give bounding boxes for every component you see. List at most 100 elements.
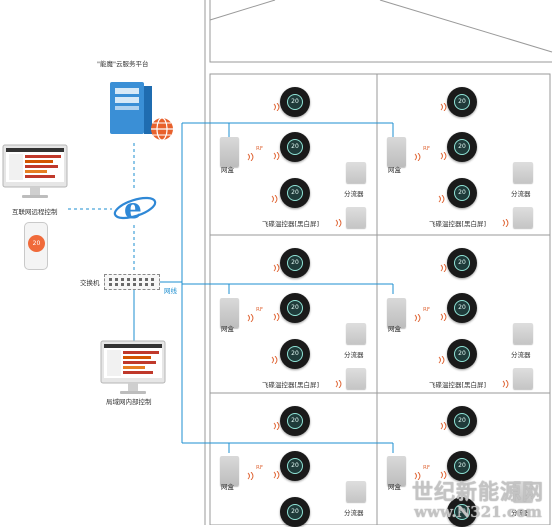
thermostat-model-label: 飞碟温控器[黑白屏]	[262, 381, 320, 389]
thermostat-model-label: 飞碟温控器[黑白屏]	[429, 381, 487, 389]
diverter-label: 分流器	[511, 190, 531, 198]
diverter-label: 分流器	[344, 509, 364, 517]
cloud-platform-label: "能魔"云服务平台	[97, 60, 149, 68]
thermostat-display: 20	[454, 139, 470, 155]
diverter-label: 分流器	[344, 351, 364, 359]
thermostat: 20	[447, 451, 477, 481]
gateway-box	[387, 298, 406, 328]
thermostat-display: 20	[287, 504, 303, 520]
diverter-label: 分流器	[511, 351, 531, 359]
thermostat-display: 20	[454, 185, 470, 201]
rf-wave-icon	[272, 306, 282, 322]
thermostat-display: 20	[287, 458, 303, 474]
rf-wave-icon	[439, 415, 449, 431]
gateway-label: 网盒	[388, 325, 401, 333]
diverter-box	[346, 162, 366, 183]
thermostat: 20	[280, 451, 310, 481]
network-switch	[104, 274, 160, 290]
thermostat-display: 20	[454, 413, 470, 429]
thermostat-display: 20	[287, 185, 303, 201]
thermostat-display: 20	[454, 458, 470, 474]
rf-wave-icon	[334, 212, 344, 228]
gateway-box	[220, 456, 239, 486]
thermostat: 20	[447, 178, 477, 208]
gateway-label: 网盒	[388, 483, 401, 491]
rf-wave-icon	[270, 188, 280, 204]
rf-label: RF	[256, 146, 263, 152]
thermostat: 20	[280, 497, 310, 527]
lan-monitor-icon	[100, 340, 166, 394]
rf-wave-icon	[272, 464, 282, 480]
svg-text:e: e	[124, 192, 142, 225]
gateway-box	[220, 298, 239, 328]
switch-label: 交换机	[80, 279, 100, 287]
thermostat: 20	[280, 406, 310, 436]
thermostat: 20	[280, 87, 310, 117]
thermostat: 20	[447, 497, 477, 527]
diverter-box	[346, 481, 366, 502]
rf-wave-icon	[439, 145, 449, 161]
rf-wave-icon	[439, 306, 449, 322]
thermostat: 20	[447, 339, 477, 369]
thermostat: 20	[280, 248, 310, 278]
thermostat-model-label: 飞碟温控器[黑白屏]	[429, 220, 487, 228]
thermostat-display: 20	[287, 413, 303, 429]
thermostat: 20	[447, 132, 477, 162]
rf-wave-icon	[413, 465, 423, 481]
gateway-label: 网盒	[221, 483, 234, 491]
rf-label: RF	[423, 146, 430, 152]
rf-wave-icon	[439, 96, 449, 112]
watermark-line1: 世纪新能源网	[412, 479, 544, 504]
thermostat: 20	[280, 293, 310, 323]
diverter-box	[346, 368, 366, 389]
remote-control-label: 互联网远程控制	[12, 208, 58, 216]
thermostat-display: 20	[287, 346, 303, 362]
rf-wave-icon	[246, 465, 256, 481]
rf-wave-icon	[272, 415, 282, 431]
rf-wave-icon	[437, 349, 447, 365]
rf-wave-icon	[501, 373, 511, 389]
roof-line	[209, 0, 552, 63]
watermark-line2: www.N321.com	[414, 503, 542, 521]
diverter-box	[513, 162, 533, 183]
rf-wave-icon	[437, 188, 447, 204]
thermostat-display: 20	[287, 139, 303, 155]
diverter-label: 分流器	[344, 190, 364, 198]
diverter-box	[513, 368, 533, 389]
rf-wave-icon	[334, 373, 344, 389]
thermostat: 20	[280, 339, 310, 369]
thermostat-display: 20	[287, 300, 303, 316]
remote-monitor-icon	[2, 144, 68, 198]
thermostat: 20	[447, 406, 477, 436]
rf-wave-icon	[413, 146, 423, 162]
smartphone: 20	[24, 222, 48, 270]
rf-wave-icon	[272, 145, 282, 161]
diverter-box	[513, 323, 533, 344]
roof-slope	[209, 0, 276, 21]
rf-label: RF	[423, 465, 430, 471]
roof-slope-2	[379, 0, 553, 53]
thermostat-display: 20	[287, 94, 303, 110]
switch-ports-icon	[109, 278, 154, 286]
thermostat: 20	[280, 178, 310, 208]
diverter-label: 分流器	[511, 509, 531, 517]
rf-wave-icon	[246, 307, 256, 323]
rf-wave-icon	[439, 464, 449, 480]
rf-wave-icon	[439, 257, 449, 273]
rf-label: RF	[256, 465, 263, 471]
rf-wave-icon	[270, 349, 280, 365]
diverter-box	[346, 207, 366, 228]
thermostat-display: 20	[454, 346, 470, 362]
gateway-box	[387, 137, 406, 167]
network-cable-label: 网线	[164, 287, 177, 295]
thermostat: 20	[447, 248, 477, 278]
gateway-label: 网盒	[221, 166, 234, 174]
thermostat: 20	[447, 87, 477, 117]
watermark: 世纪新能源网 www.N321.com	[412, 480, 544, 521]
gateway-label: 网盒	[221, 325, 234, 333]
rf-label: RF	[423, 307, 430, 313]
thermostat-display: 20	[454, 255, 470, 271]
thermostat-display: 20	[287, 255, 303, 271]
thermostat-display: 20	[454, 94, 470, 110]
